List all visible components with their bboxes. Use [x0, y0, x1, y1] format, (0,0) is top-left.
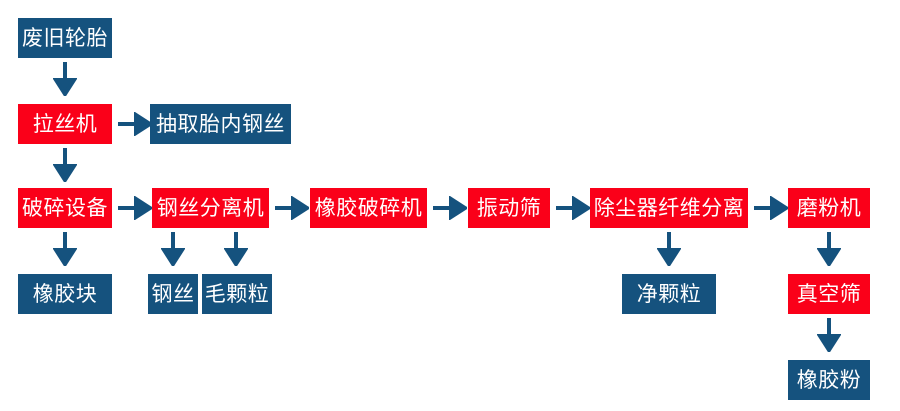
node-label: 除尘器纤维分离	[593, 195, 745, 220]
node-label: 振动筛	[476, 195, 542, 220]
arrow-right-crushing-equipment-to-wire-separator	[118, 196, 152, 220]
arrow-down-grinding-mill-to-vacuum-screen	[817, 232, 841, 266]
arrow-right-wire-drawing-machine-to-extract-bead-wire	[118, 112, 152, 136]
node-label: 废旧轮胎	[22, 25, 108, 50]
node-label: 橡胶块	[32, 281, 98, 306]
arrow-down-waste-tire-to-wire-drawing-machine	[53, 62, 77, 96]
node-label: 真空筛	[796, 281, 862, 306]
node-label: 拉丝机	[32, 111, 98, 136]
node-dust-fiber-separator[interactable]: 除尘器纤维分离	[590, 188, 748, 228]
node-grinding-mill[interactable]: 磨粉机	[788, 188, 870, 228]
node-label: 抽取胎内钢丝	[156, 111, 285, 136]
node-crushing-equipment[interactable]: 破碎设备	[18, 188, 112, 228]
node-steel-wire[interactable]: 钢丝	[148, 274, 198, 314]
node-waste-tire[interactable]: 废旧轮胎	[18, 18, 112, 58]
node-rubber-powder[interactable]: 橡胶粉	[788, 360, 870, 400]
node-rubber-crusher[interactable]: 橡胶破碎机	[310, 188, 427, 228]
arrow-down-crushing-equipment-to-rubber-block	[53, 232, 77, 266]
node-label: 净颗粒	[636, 281, 702, 306]
node-rubber-block[interactable]: 橡胶块	[18, 274, 112, 314]
node-label: 钢丝分离机	[156, 195, 265, 220]
node-clean-granule[interactable]: 净颗粒	[622, 274, 716, 314]
arrow-right-vibrating-screen-to-dust-fiber-separator	[556, 196, 590, 220]
arrow-right-rubber-crusher-to-vibrating-screen	[433, 196, 467, 220]
arrow-down-dust-fiber-separator-to-clean-granule	[657, 232, 681, 266]
arrow-down-wire-separator-to-fuzzy-granule	[224, 232, 248, 266]
arrow-down-wire-separator-to-steel-wire	[161, 232, 185, 266]
arrow-down-vacuum-screen-to-rubber-powder	[817, 318, 841, 352]
node-label: 毛颗粒	[204, 281, 270, 306]
node-label: 钢丝	[151, 281, 195, 306]
node-label: 磨粉机	[796, 195, 862, 220]
node-fuzzy-granule[interactable]: 毛颗粒	[202, 274, 272, 314]
node-label: 破碎设备	[22, 195, 108, 220]
node-wire-drawing-machine[interactable]: 拉丝机	[18, 104, 112, 144]
node-label: 橡胶破碎机	[314, 195, 423, 220]
arrow-right-wire-separator-to-rubber-crusher	[275, 196, 309, 220]
node-extract-bead-wire[interactable]: 抽取胎内钢丝	[150, 104, 291, 144]
node-vibrating-screen[interactable]: 振动筛	[468, 188, 550, 228]
node-vacuum-screen[interactable]: 真空筛	[788, 274, 870, 314]
arrow-right-dust-fiber-separator-to-grinding-mill	[754, 196, 788, 220]
node-wire-separator[interactable]: 钢丝分离机	[152, 188, 269, 228]
node-label: 橡胶粉	[796, 367, 862, 392]
arrow-down-wire-drawing-machine-to-crushing-equipment	[53, 148, 77, 182]
